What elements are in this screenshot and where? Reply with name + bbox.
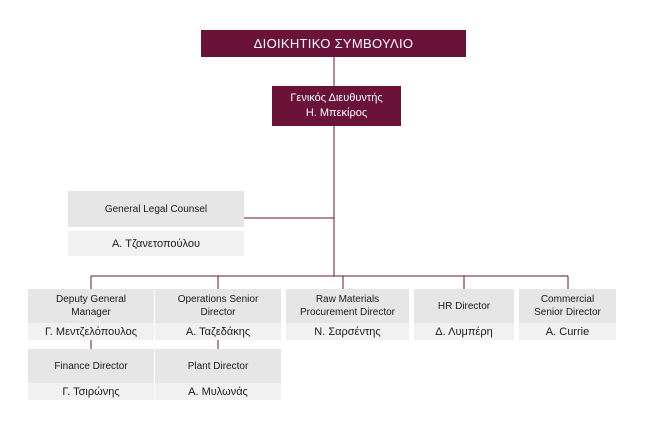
plant-name: Α. Μυλωνάς (188, 385, 248, 398)
dept-procurement-role: Raw Materials Procurement Director (299, 294, 396, 318)
dept-deputy-gm-role: Deputy General Manager (55, 294, 127, 318)
dept-commercial-name: Α. Currie (545, 325, 590, 338)
dept-deputy-gm-name-box: Γ. Μεντζελόπουλος (28, 323, 154, 340)
dept-deputy-gm-box: Deputy General Manager (28, 289, 154, 323)
legal-name-box: Α. Τζανετοπούλου (68, 231, 244, 256)
legal-role: General Legal Counsel (104, 203, 208, 215)
plant-box: Plant Director (155, 349, 281, 383)
dept-hr-name-box: Δ. Λυμπέρη (414, 323, 514, 340)
dept-deputy-gm-name: Γ. Μεντζελόπουλος (44, 325, 138, 338)
finance-box: Finance Director (28, 349, 154, 383)
finance-name: Γ. Τσιρώνης (62, 385, 120, 398)
plant-name-box: Α. Μυλωνάς (155, 383, 281, 400)
ceo-role: Γενικός Διευθυντής (290, 92, 383, 104)
dept-procurement-name: Ν. Σαρσέντης (314, 325, 381, 338)
ceo-name: Η. Μπεκίρος (305, 107, 368, 119)
board-box: ΔΙΟΙΚΗΤΙΚΟ ΣΥΜΒΟΥΛΙΟ (201, 30, 466, 57)
dept-procurement-box: Raw Materials Procurement Director (286, 289, 409, 323)
dept-operations-box: Operations Senior Director (155, 289, 281, 323)
ceo-box: Γενικός Διευθυντής Η. Μπεκίρος (272, 86, 401, 126)
dept-commercial-name-box: Α. Currie (519, 323, 616, 340)
plant-role: Plant Director (187, 360, 249, 372)
dept-hr-box: HR Director (414, 289, 514, 323)
finance-role: Finance Director (54, 360, 128, 372)
legal-role-box: General Legal Counsel (68, 191, 244, 227)
dept-operations-role: Operations Senior Director (177, 294, 259, 318)
board-title: ΔΙΟΙΚΗΤΙΚΟ ΣΥΜΒΟΥΛΙΟ (253, 36, 414, 51)
finance-name-box: Γ. Τσιρώνης (28, 383, 154, 400)
legal-name: Α. Τζανετοπούλου (111, 237, 201, 250)
dept-commercial-box: Commercial Senior Director (519, 289, 616, 323)
dept-hr-name: Δ. Λυμπέρη (435, 325, 493, 338)
dept-operations-name: Α. Ταζεδάκης (185, 325, 251, 338)
dept-hr-role: HR Director (437, 300, 491, 312)
dept-operations-name-box: Α. Ταζεδάκης (155, 323, 281, 340)
dept-commercial-role: Commercial Senior Director (534, 294, 601, 318)
dept-procurement-name-box: Ν. Σαρσέντης (286, 323, 409, 340)
